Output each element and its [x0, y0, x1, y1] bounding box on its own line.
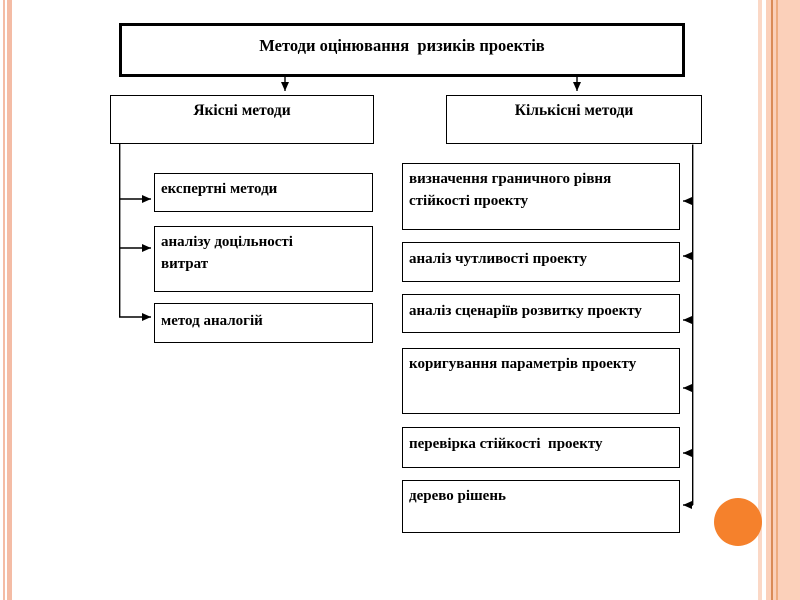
- item-label: коригування параметрів проекту: [409, 356, 637, 372]
- quantitative-item-stability-check: перевірка стійкості проекту: [402, 427, 680, 468]
- quantitative-item-threshold-stability-level: визначення граничного рівня стійкості пр…: [402, 163, 680, 230]
- right-border-stripe-mid-line: [776, 0, 778, 600]
- item-label: аналіз чутливості проекту: [409, 251, 588, 267]
- item-label: перевірка стійкості проекту: [409, 436, 603, 452]
- item-label: експертні методи: [161, 181, 278, 197]
- qualitative-item-analogy-method: метод аналогій: [154, 303, 373, 343]
- diagram-root-label: Методи оцінювання ризиків проектів: [259, 36, 545, 55]
- left-border-stripe-wide: [7, 0, 12, 600]
- right-border-stripe-light: [758, 0, 762, 600]
- quantitative-item-decision-tree: дерево рішень: [402, 480, 680, 533]
- branch-qualitative-label: Якісні методи: [193, 102, 291, 119]
- qualitative-item-cost-feasibility-analysis: аналізу доцільності витрат: [154, 226, 373, 292]
- diagram-root-box: Методи оцінювання ризиків проектів: [119, 23, 685, 77]
- accent-circle-icon: [714, 498, 762, 546]
- right-border-stripe-dark-line: [771, 0, 773, 600]
- quantitative-item-sensitivity-analysis: аналіз чутливості проекту: [402, 242, 680, 282]
- quantitative-item-scenario-analysis: аналіз сценаріїв розвитку проекту: [402, 294, 680, 333]
- branch-qualitative-box: Якісні методи: [110, 95, 374, 144]
- left-border-stripe-thin: [3, 0, 5, 600]
- item-label: дерево рішень: [409, 488, 506, 504]
- item-label: визначення граничного рівня стійкості пр…: [409, 171, 615, 209]
- item-label: аналізу доцільності витрат: [161, 234, 297, 272]
- branch-quantitative-label: Кількісні методи: [514, 102, 634, 119]
- item-label: аналіз сценаріїв розвитку проекту: [409, 303, 642, 319]
- item-label: метод аналогій: [161, 313, 263, 329]
- quantitative-item-parameter-adjustment: коригування параметрів проекту: [402, 348, 680, 414]
- branch-quantitative-box: Кількісні методи: [446, 95, 702, 144]
- qualitative-item-expert-methods: експертні методи: [154, 173, 373, 212]
